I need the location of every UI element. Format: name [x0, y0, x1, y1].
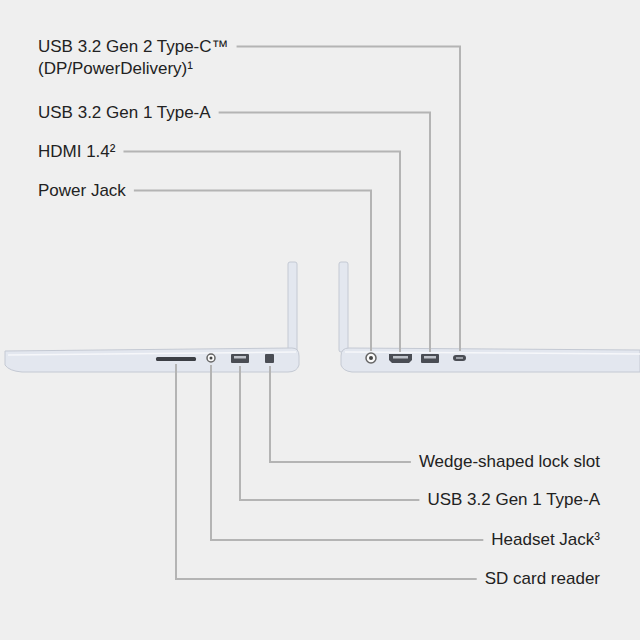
- port-label: Wedge-shaped lock slot: [419, 451, 600, 473]
- hdmi-port: [389, 354, 412, 363]
- power-jack-hole: [369, 356, 373, 360]
- leader-line: [176, 364, 477, 579]
- usb-a-tongue: [424, 356, 436, 359]
- usb-a-port: [231, 354, 249, 363]
- usb-c-tongue: [456, 357, 463, 358]
- leader-line: [123, 152, 400, 353]
- port-label: SD card reader: [485, 568, 600, 590]
- usb-a-port: [421, 354, 439, 363]
- headset-jack: [207, 354, 215, 362]
- laptop-base: [341, 348, 640, 372]
- port-label: Headset Jack³: [491, 529, 600, 551]
- left-laptop: [5, 262, 299, 372]
- port-label: USB 3.2 Gen 2 Type-C™ (DP/PowerDelivery)…: [38, 36, 268, 80]
- usb-c-port: [453, 355, 466, 361]
- leader-line: [219, 113, 430, 353]
- port-label: USB 3.2 Gen 1 Type-A: [427, 489, 600, 511]
- headset-jack-hole: [210, 357, 213, 360]
- port-label: HDMI 1.4²: [38, 141, 115, 163]
- leader-line: [237, 47, 460, 352]
- sd-slot: [156, 357, 196, 361]
- laptop-lid: [339, 262, 348, 352]
- leader-line: [134, 191, 371, 352]
- leader-line: [240, 366, 419, 500]
- base-highlight: [8, 352, 296, 355]
- laptop-base: [5, 348, 299, 372]
- lock-slot: [265, 354, 274, 363]
- base-highlight: [345, 352, 640, 354]
- port-label: USB 3.2 Gen 1 Type-A: [38, 102, 211, 124]
- laptop-lid: [288, 262, 297, 352]
- hdmi-tongue: [393, 356, 408, 359]
- port-label: Power Jack: [38, 180, 126, 202]
- leader-line: [270, 366, 411, 462]
- power-jack: [366, 353, 376, 363]
- usb-a-tongue: [234, 356, 246, 359]
- right-laptop: [339, 262, 640, 372]
